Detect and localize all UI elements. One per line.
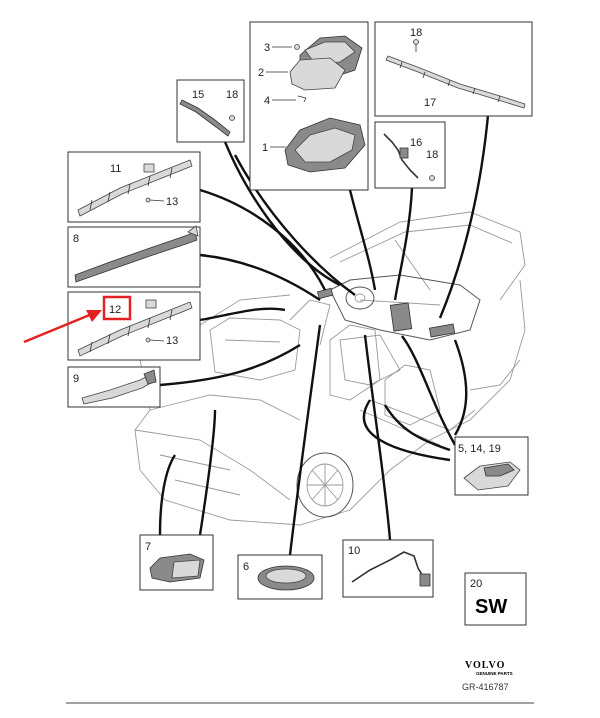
box-trim-15: 15 18 (176, 79, 245, 143)
callout-10: 10 (348, 545, 360, 557)
callout-6: 6 (243, 561, 249, 573)
reference-code: GR-416787 (462, 682, 509, 692)
callout-18-top: 18 (410, 27, 422, 39)
callout-2: 2 (258, 67, 264, 79)
callout-11: 11 (110, 163, 121, 175)
box-cable-10: 10 (342, 539, 434, 598)
brand-footer: VOLVO GENUINE PARTS GR-416787 (462, 660, 513, 692)
box-lamp-7: 7 (139, 534, 214, 591)
car-illustration (134, 211, 526, 526)
box-trim-17: 18 17 (374, 21, 533, 117)
callout-12: 12 (109, 304, 121, 316)
box-software-20: 20 SW (464, 572, 527, 626)
box-ambient-strip-12: 12 13 (67, 291, 201, 361)
box-lamp-6: 6 (237, 554, 323, 600)
brand-logo: VOLVO (465, 660, 505, 671)
callout-18-left: 18 (226, 89, 238, 101)
highlight-frame (102, 295, 132, 321)
callout-15: 15 (192, 89, 204, 101)
leader-lines (158, 114, 490, 556)
callout-7: 7 (145, 541, 151, 553)
box-bracket-16: 16 18 (374, 121, 446, 189)
box-lamp-5-14-19: 5, 14, 19 (454, 436, 529, 496)
callout-4: 4 (264, 95, 270, 107)
callout-9: 9 (73, 373, 79, 385)
callout-13-top: 13 (166, 196, 178, 208)
callout-20: 20 (470, 578, 482, 590)
highlight-arrow (23, 310, 102, 344)
box-ambient-strip-11: 11 13 (67, 151, 201, 223)
callout-13-bottom: 13 (166, 335, 178, 347)
callout-5-14-19: 5, 14, 19 (458, 443, 501, 455)
box-trim-9: 9 (67, 366, 161, 408)
software-label: SW (475, 596, 507, 618)
callout-16: 16 (410, 137, 422, 149)
callout-8: 8 (73, 233, 79, 245)
box-trim-8: 8 (67, 225, 201, 288)
callout-1: 1 (262, 142, 268, 154)
callout-17: 17 (424, 97, 436, 109)
callout-3: 3 (264, 42, 270, 54)
brand-tagline: GENUINE PARTS (476, 671, 513, 676)
callout-18-right: 18 (426, 149, 438, 161)
box-overhead-console: 3 2 4 1 (249, 21, 369, 191)
